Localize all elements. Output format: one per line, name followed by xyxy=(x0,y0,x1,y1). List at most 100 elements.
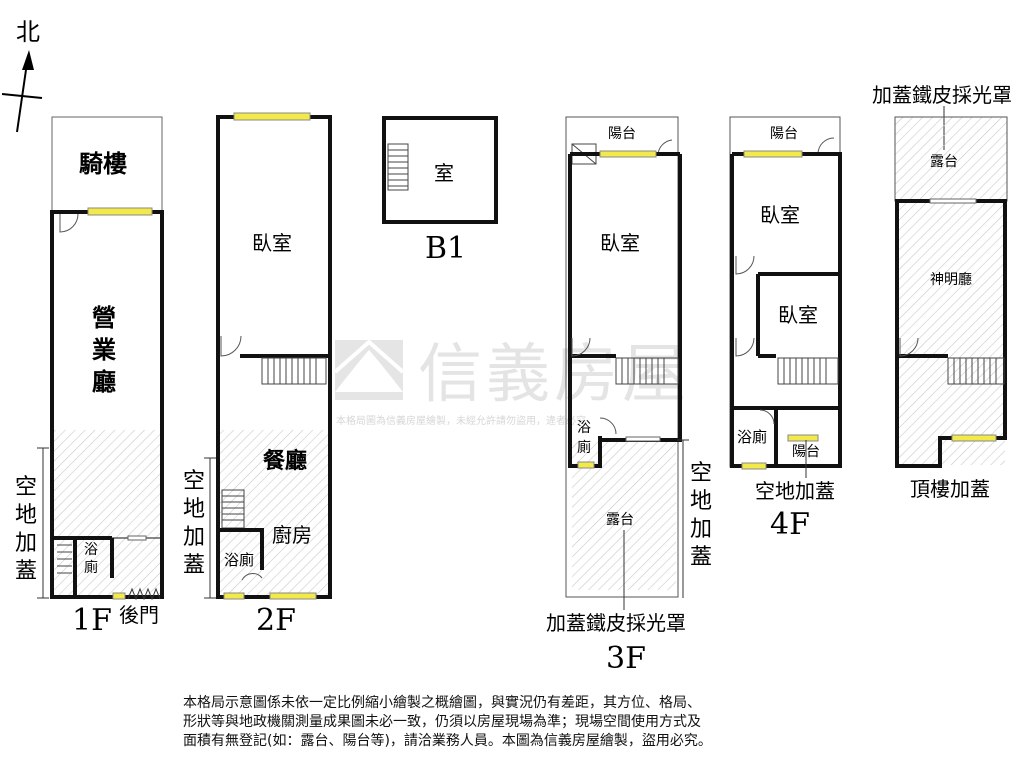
floor-plan-drawing: 信義房屋 本格局圖為信義房屋繪製，未經允許請勿盜用，違者必究 北 騎樓 營 業 … xyxy=(1,18,1012,676)
f4-balcony-top-label: 陽台 xyxy=(770,126,798,142)
b1-stairs xyxy=(387,143,409,191)
f3-balcony-door-icon xyxy=(657,139,673,155)
b1-outline xyxy=(382,116,498,224)
f1-bathroom-char-1: 浴 xyxy=(84,542,98,558)
floor-4f: 陽台 臥室 臥室 浴廁 陽台 空地加蓋 4F xyxy=(729,116,842,542)
business-hall-char-3: 廳 xyxy=(92,368,116,396)
f2-window-top xyxy=(233,112,311,121)
roof-window xyxy=(951,434,997,442)
f3-bath-door-icon xyxy=(599,417,617,435)
roof-skylight-label: 加蓋鐵皮採光罩 xyxy=(872,83,1012,107)
f3-bedroom-door-icon xyxy=(571,337,591,357)
f3-bath-window xyxy=(577,461,595,469)
f4-bedroom2-label: 臥室 xyxy=(778,303,818,327)
arcade-label: 騎樓 xyxy=(79,150,127,178)
f3-vacant-char-2: 地 xyxy=(690,489,712,514)
f4-bath-window xyxy=(741,462,767,470)
f3-bath-char-1: 浴 xyxy=(577,420,591,436)
roof-door-icon xyxy=(899,337,919,357)
f1-vacant-char-3: 加 xyxy=(15,531,37,556)
roof-door-top xyxy=(929,198,977,204)
arcade-area xyxy=(51,116,163,213)
floor-1f: 騎樓 營 業 廳 浴 廁 後門 空 地 加 蓋 1F xyxy=(15,116,164,638)
roof-walls xyxy=(895,199,1007,468)
f3-terrace-label: 露台 xyxy=(606,512,634,528)
north-arrow-icon xyxy=(22,50,34,70)
f2-vacant-char-1: 空 xyxy=(183,469,205,494)
f2-hatched-extension xyxy=(220,430,328,595)
f3-bath-char-2: 廁 xyxy=(577,439,591,456)
f4-walls xyxy=(730,152,842,468)
floor-name-1f: 1F xyxy=(72,603,112,638)
f4-door-icon-1 xyxy=(735,255,755,275)
f2-window-bottom-2 xyxy=(269,592,317,600)
watermark-notice: 本格局圖為信義房屋繪製，未經允許請勿盜用，違者必究 xyxy=(336,414,586,427)
floor-b1: 室 B1 xyxy=(382,116,498,266)
f4-balcony-window xyxy=(787,434,819,442)
disclaimer-line-2: 形狀等與地政機關測量成果圖未必一致，仍須以房屋現場為準；現場空間使用方式及 xyxy=(183,714,701,730)
f4-vacant-extension-label: 空地加蓋 xyxy=(755,479,835,503)
f3-vacant-char-1: 空 xyxy=(690,461,712,486)
f1-vacant-char-4: 蓋 xyxy=(15,559,37,584)
floor-name-3f: 3F xyxy=(606,641,646,676)
f4-window-top xyxy=(743,150,803,158)
floor-name-b1: B1 xyxy=(425,231,466,266)
f1-window xyxy=(87,207,153,216)
f3-window-top xyxy=(599,150,657,158)
floor-2f: 臥室 餐廳 廚房 浴廁 空 地 加 蓋 2F xyxy=(183,112,332,638)
back-door-label: 後門 xyxy=(119,603,159,627)
b1-room-label: 室 xyxy=(434,161,454,185)
roof-interior-hatch xyxy=(897,203,1005,465)
f3-vacant-char-3: 加 xyxy=(690,517,712,542)
f4-frame xyxy=(729,116,841,468)
f2-dining-label: 餐廳 xyxy=(263,448,307,474)
f4-bedroom1-label: 臥室 xyxy=(760,203,800,227)
watermark-logo-icon xyxy=(333,339,405,400)
f3-balcony-label: 陽台 xyxy=(608,126,636,142)
f1-door-icon xyxy=(59,213,79,233)
f2-bath-door-icon xyxy=(241,573,263,581)
f1-stairs xyxy=(57,544,72,574)
watermark: 信義房屋 本格局圖為信義房屋繪製，未經允許請勿盜用，違者必究 xyxy=(333,338,690,427)
f4-bath-door-icon xyxy=(759,409,775,425)
f3-bedroom-label: 臥室 xyxy=(600,231,640,255)
back-door-icon xyxy=(127,587,161,601)
floor-name-4f: 4F xyxy=(770,507,810,542)
disclaimer: 本格局示意圖係未依一定比例縮小繪製之概繪圖，與實況仍有差距，其方位、格局、 形狀… xyxy=(183,694,863,751)
f2-bathroom-walls xyxy=(218,528,264,570)
f2-kitchen-label: 廚房 xyxy=(272,523,312,547)
roof-floor-name: 頂樓加蓋 xyxy=(910,477,990,501)
f2-vacant-char-3: 加 xyxy=(183,525,205,550)
business-hall-char-1: 營 xyxy=(92,304,116,332)
roof-terrace-label: 露台 xyxy=(930,154,958,170)
roof-shrine-label: 神明廳 xyxy=(930,271,972,288)
f1-bathroom-char-2: 廁 xyxy=(84,559,98,576)
f2-window-bottom-1 xyxy=(223,592,245,600)
f1-vacant-char-2: 地 xyxy=(15,503,37,528)
f4-stairs xyxy=(777,357,839,385)
disclaimer-line-3: 面積有無登記(如：露台、陽台等)，請洽業務人員。本圖為信義房屋繪製，盜用必究。 xyxy=(183,733,712,749)
f3-vacant-char-4: 蓋 xyxy=(690,545,712,570)
floor-name-2f: 2F xyxy=(256,603,296,638)
f1-bathroom-walls xyxy=(50,536,114,597)
f3-terrace-door xyxy=(625,436,661,442)
f2-stairs xyxy=(261,357,327,385)
f4-door-icon-2 xyxy=(735,337,755,357)
f2-vacant-char-4: 蓋 xyxy=(183,553,205,578)
roof-stairs xyxy=(947,357,1005,385)
f1-back-window xyxy=(112,592,126,600)
watermark-brand: 信義房屋 xyxy=(418,338,690,412)
compass-cross xyxy=(1,93,43,99)
f1-hatched-extension xyxy=(54,430,160,595)
f1-vacant-char-1: 空 xyxy=(15,475,37,500)
business-hall-char-2: 業 xyxy=(92,336,116,364)
f3-skylight-label: 加蓋鐵皮採光罩 xyxy=(546,611,686,635)
floor-3f: 陽台 臥室 浴 廁 露台 空 地 加 蓋 加蓋鐵皮採光罩 3F xyxy=(546,116,712,676)
f4-bathroom-label: 浴廁 xyxy=(737,428,767,446)
f2-door-icon xyxy=(220,335,242,357)
f3-stairs xyxy=(615,357,679,385)
f2-vacant-char-2: 地 xyxy=(183,497,205,522)
f4-balcony-door-icon xyxy=(817,137,835,155)
f2-bedroom-label: 臥室 xyxy=(252,231,292,255)
f2-bathroom-label: 浴廁 xyxy=(224,551,254,569)
